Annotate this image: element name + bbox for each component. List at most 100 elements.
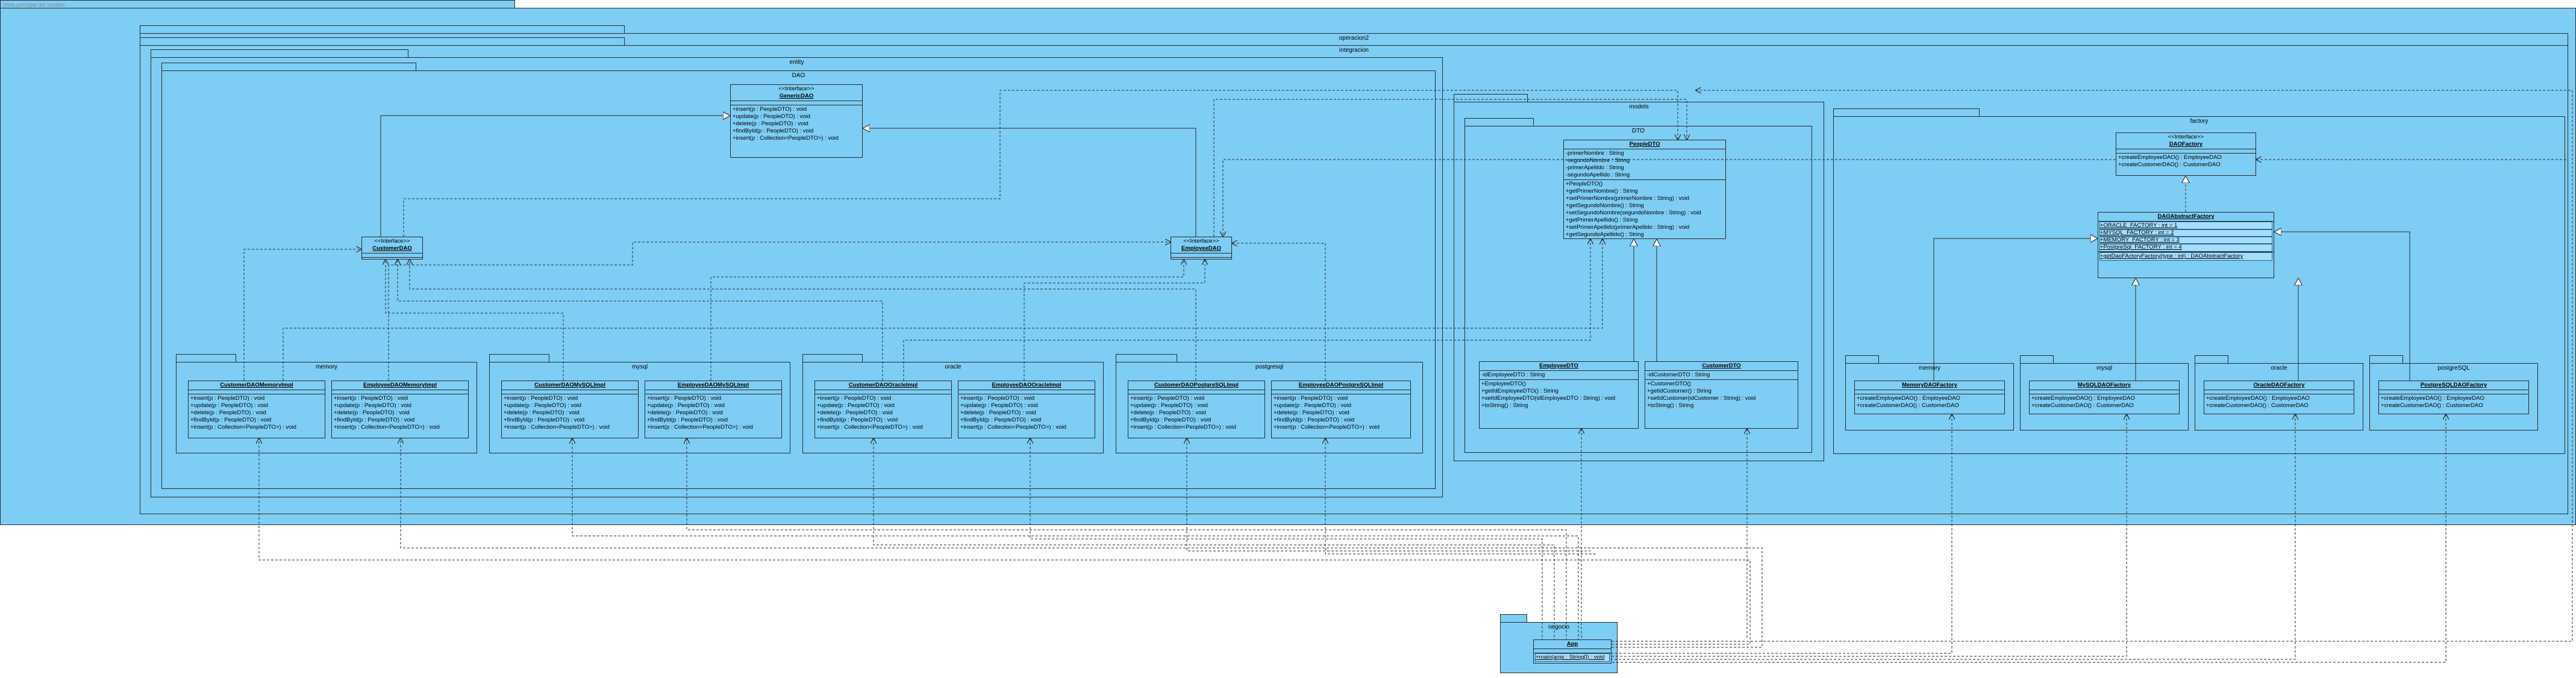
class-member[interactable]: +createEmployeeDAO() : EmployeeDAO xyxy=(2031,395,2135,402)
class-member[interactable]: +getSegundoNombre() : String xyxy=(1566,202,1644,209)
class-customerdao[interactable]: <<Interface>>CustomerDAO xyxy=(361,237,423,260)
class-member[interactable]: +insert(p : Collection<PeopleDTO>) : voi… xyxy=(1274,424,1380,431)
class-member[interactable]: +setSegundoApellido(segundoApellido : St… xyxy=(1566,238,1724,239)
class-customerdaooracleimpl[interactable]: CustomerDAOOracleImpl +insert(p : People… xyxy=(814,381,952,438)
class-member[interactable]: +update(p : PeopleDTO) : void xyxy=(334,402,411,409)
class-employeedaomemoryimpl[interactable]: EmployeeDAOMemoryImpl +insert(p : People… xyxy=(331,381,469,438)
class-member[interactable]: +PostgreSql_FACTORY : int = 4 xyxy=(2099,243,2272,252)
class-member[interactable]: +createEmployeeDAO() : EmployeeDAO xyxy=(2381,395,2484,402)
class-member[interactable]: +createCustomerDAO() : CustomerDAO xyxy=(1857,402,1959,409)
class-member[interactable]: +update(p : PeopleDTO) : void xyxy=(504,402,581,409)
class-member[interactable]: +findById(p : PeopleDTO) : void xyxy=(733,128,814,134)
class-member[interactable]: +insert(p : PeopleDTO) : void xyxy=(960,395,1035,402)
class-member[interactable]: +createEmployeeDAO() : EmployeeDAO xyxy=(2118,154,2222,161)
class-member[interactable]: +delete(p : PeopleDTO) : void xyxy=(817,409,893,416)
class-member[interactable]: +insert(p : PeopleDTO) : void xyxy=(647,395,722,402)
class-member[interactable]: +EmployeeDTO() xyxy=(1481,381,1527,387)
class-member[interactable]: +setPrimerApellido(primerApellido : Stri… xyxy=(1566,224,1690,231)
class-memorydaofactory[interactable]: MemoryDAOFactory +createEmployeeDAO() : … xyxy=(1854,381,2005,414)
class-genericdao[interactable]: <<Interface>>GenericDAO +insert(p : Peop… xyxy=(730,84,863,158)
class-member[interactable]: +insert(p : Collection<PeopleDTO>) : voi… xyxy=(504,424,610,431)
class-member[interactable]: +update(p : PeopleDTO) : void xyxy=(1274,402,1351,409)
class-member[interactable]: +getIdCustomer() : String xyxy=(1647,388,1712,394)
class-member[interactable]: +update(p : PeopleDTO) : void xyxy=(1130,402,1208,409)
class-member[interactable]: +delete(p : PeopleDTO) : void xyxy=(1274,409,1349,416)
class-member[interactable]: +findById(p : PeopleDTO) : void xyxy=(1274,417,1355,423)
class-member[interactable]: +insert(p : Collection<PeopleDTO>) : voi… xyxy=(647,424,753,431)
class-member[interactable]: +createCustomerDAO() : CustomerDAO xyxy=(2118,161,2221,168)
class-member[interactable]: +createCustomerDAO() : CustomerDAO xyxy=(2206,402,2309,409)
class-member[interactable]: +delete(p : PeopleDTO) : void xyxy=(1130,409,1206,416)
class-member[interactable]: +update(p : PeopleDTO) : void xyxy=(647,402,725,409)
class-member[interactable]: -primerNombre : String xyxy=(1566,150,1624,157)
class-employeedaooracleimpl[interactable]: EmployeeDAOOracleImpl +insert(p : People… xyxy=(958,381,1095,438)
class-member[interactable]: +delete(p : PeopleDTO) : void xyxy=(190,409,266,416)
class-daoabstractfactory[interactable]: DAOAbstractFactory +ORACLE_FACTORY : int… xyxy=(2098,212,2274,278)
class-member[interactable]: -segundoNombre : String xyxy=(1566,157,1630,164)
class-member[interactable]: +getPrimerApellido() : String xyxy=(1566,217,1638,223)
class-member[interactable]: +getPrimerNombre() : String xyxy=(1566,188,1638,194)
class-member[interactable]: +setIdEmployeeDTO(idEmployeeDTO : String… xyxy=(1481,395,1616,402)
class-member[interactable]: +CustomerDTO() xyxy=(1647,381,1691,387)
class-customerdaomysqlimpl[interactable]: CustomerDAOMySQLImpl +insert(p : PeopleD… xyxy=(501,381,639,438)
class-member[interactable]: +findById(p : PeopleDTO) : void xyxy=(334,417,415,423)
class-member[interactable]: +createCustomerDAO() : CustomerDAO xyxy=(2381,402,2483,409)
class-member[interactable]: +PeopleDTO() xyxy=(1566,181,1603,187)
class-member[interactable]: +setPrimerNombre(primerNombre : String) … xyxy=(1566,195,1690,202)
class-employeedao[interactable]: <<Interface>>EmployeeDAO xyxy=(1171,237,1232,260)
class-customerdaomemoryimpl[interactable]: CustomerDAOMemoryImpl +insert(p : People… xyxy=(188,381,325,438)
class-member[interactable]: +ORACLE_FACTORY : int = 1 xyxy=(2099,222,2272,230)
class-member[interactable]: +insert(p : Collection<PeopleDTO>) : voi… xyxy=(817,424,923,431)
class-member[interactable]: +insert(p : PeopleDTO) : void xyxy=(817,395,892,402)
class-daofactory[interactable]: <<Interface>>DAOFactory +createEmployeeD… xyxy=(2116,132,2256,176)
class-member[interactable]: +insert(p : PeopleDTO) : void xyxy=(504,395,578,402)
class-member[interactable]: +findById(p : PeopleDTO) : void xyxy=(647,417,728,423)
class-mysqldaofactory[interactable]: MySQLDAOFactory +createEmployeeDAO() : E… xyxy=(2029,381,2180,414)
class-member[interactable]: +getSegundoApellido() : String xyxy=(1566,231,1644,238)
class-member[interactable]: +createCustomerDAO() : CustomerDAO xyxy=(2031,402,2134,409)
class-member[interactable]: +update(p : PeopleDTO) : void xyxy=(817,402,895,409)
class-member[interactable]: -primerApellido : String xyxy=(1566,164,1624,171)
class-member[interactable]: +insert(p : PeopleDTO) : void xyxy=(733,106,807,113)
class-member[interactable]: +findById(p : PeopleDTO) : void xyxy=(817,417,898,423)
class-member[interactable]: +delete(p : PeopleDTO) : void xyxy=(504,409,580,416)
class-member[interactable]: +setIdCustomer(idCustomer : String) : vo… xyxy=(1647,395,1756,402)
class-member[interactable]: +toString() : String xyxy=(1647,402,1694,409)
class-member[interactable]: +findById(p : PeopleDTO) : void xyxy=(1130,417,1211,423)
class-member[interactable]: +findById(p : PeopleDTO) : void xyxy=(190,417,272,423)
class-employeedaopostgresqlimpl[interactable]: EmployeeDAOPostgreSQLImpl +insert(p : Pe… xyxy=(1271,381,1411,438)
class-member[interactable]: +toString() : String xyxy=(1481,402,1528,409)
class-member[interactable]: -idEmployeeDTO : String xyxy=(1481,372,1545,378)
class-member[interactable]: +insert(p : Collection<PeopleDTO>) : voi… xyxy=(334,424,440,431)
class-member[interactable]: +getIdEmployeeDTO() : String xyxy=(1481,388,1558,394)
class-member[interactable]: +insert(p : Collection<PeopleDTO>) : voi… xyxy=(960,424,1066,431)
class-member[interactable]: +getDaoFActoryFactory(type : int) : DAOA… xyxy=(2099,252,2272,261)
class-member[interactable]: +insert(p : PeopleDTO) : void xyxy=(334,395,408,402)
class-member[interactable]: +MYSQL_FACTORY : int = 2 xyxy=(2099,229,2272,237)
class-member[interactable]: +insert(p : Collection<PeopleDTO>) : voi… xyxy=(733,135,839,142)
class-member[interactable]: +insert(p : PeopleDTO) : void xyxy=(190,395,265,402)
class-member[interactable]: +delete(p : PeopleDTO) : void xyxy=(733,120,808,127)
class-member[interactable]: +update(p : PeopleDTO) : void xyxy=(960,402,1038,409)
class-member[interactable]: +MEMORY_FACTORY : int = 3 xyxy=(2099,236,2272,244)
class-member[interactable]: +setSegundoNombre(segundoNombre : String… xyxy=(1566,210,1701,216)
class-member[interactable]: +insert(p : PeopleDTO) : void xyxy=(1130,395,1205,402)
class-app[interactable]: App +main(args : String[]) : void xyxy=(1533,639,1612,664)
class-employeedto[interactable]: EmployeeDTO -idEmployeeDTO : String +Emp… xyxy=(1479,361,1639,429)
class-member[interactable]: +update(p : PeopleDTO) : void xyxy=(733,113,810,120)
class-member[interactable]: +insert(p : Collection<PeopleDTO>) : voi… xyxy=(1130,424,1236,431)
class-member[interactable]: -idCustomerDTO : String xyxy=(1647,372,1710,378)
class-customerdaopostgresqlimpl[interactable]: CustomerDAOPostgreSQLImpl +insert(p : Pe… xyxy=(1128,381,1265,438)
class-member[interactable]: +findById(p : PeopleDTO) : void xyxy=(504,417,585,423)
class-member[interactable]: +findById(p : PeopleDTO) : void xyxy=(960,417,1042,423)
class-peopledto[interactable]: PeopleDTO -primerNombre : String-segundo… xyxy=(1563,140,1726,239)
class-member[interactable]: +createEmployeeDAO() : EmployeeDAO xyxy=(1857,395,1960,402)
class-oracledaofactory[interactable]: OracleDAOFactory +createEmployeeDAO() : … xyxy=(2204,381,2354,414)
class-member[interactable]: -segundoApellido : String xyxy=(1566,172,1630,178)
class-member[interactable]: +insert(p : PeopleDTO) : void xyxy=(1274,395,1348,402)
class-employeedaomysqlimpl[interactable]: EmployeeDAOMySQLImpl +insert(p : PeopleD… xyxy=(645,381,782,438)
class-postgresqldaofactory[interactable]: PostgreSQLDAOFactory +createEmployeeDAO(… xyxy=(2378,381,2529,414)
class-member[interactable]: +update(p : PeopleDTO) : void xyxy=(190,402,268,409)
class-member[interactable]: +delete(p : PeopleDTO) : void xyxy=(334,409,410,416)
class-member[interactable]: +delete(p : PeopleDTO) : void xyxy=(960,409,1036,416)
